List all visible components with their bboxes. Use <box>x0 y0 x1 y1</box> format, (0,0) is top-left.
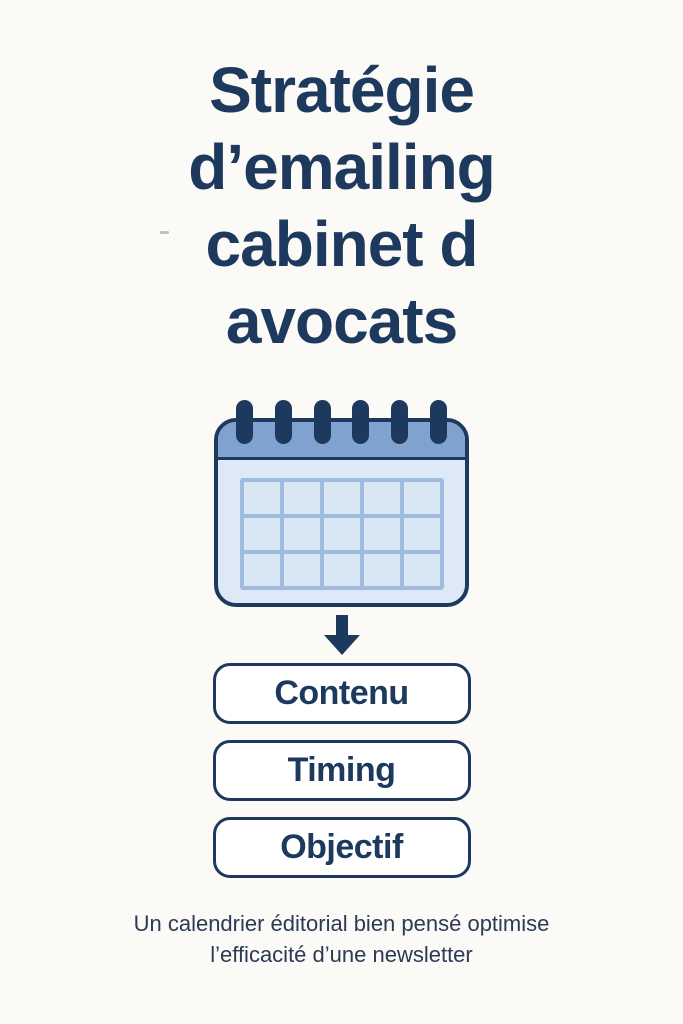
calendar-grid-cell <box>363 554 400 586</box>
calendar-body <box>214 418 469 607</box>
calendar-ring <box>313 400 331 444</box>
calendar-grid-cell <box>283 554 320 586</box>
calendar-grid-cell <box>323 518 360 550</box>
label-pill-objectif: Objectif <box>212 817 471 878</box>
caption: Un calendrier éditorial bien pensé optim… <box>134 908 550 970</box>
calendar-grid-cell <box>243 482 280 514</box>
calendar-grid-cell <box>243 518 280 550</box>
title-line-2: d’emailing <box>188 131 495 203</box>
page-title: Stratégie d’emailing cabinet d avocats <box>188 52 495 360</box>
calendar-ring <box>274 400 292 444</box>
calendar-grid-cell <box>403 482 440 514</box>
calendar-grid-cell <box>243 554 280 586</box>
label-pill-contenu: Contenu <box>212 663 471 724</box>
calendar-ring <box>236 400 253 444</box>
title-line-1: Stratégie <box>209 54 475 126</box>
label-pill-timing: Timing <box>212 740 471 801</box>
calendar-grid <box>239 478 444 590</box>
calendar-grid-cell <box>403 554 440 586</box>
calendar-ring <box>352 400 370 444</box>
calendar-ring <box>429 400 447 444</box>
calendar-header-band <box>218 422 465 460</box>
stray-mark <box>160 231 169 234</box>
calendar-icon <box>214 400 469 607</box>
arrow-down-icon <box>323 615 360 655</box>
title-line-3: cabinet d <box>205 208 479 280</box>
calendar-rings <box>236 400 447 444</box>
calendar-grid-cell <box>363 518 400 550</box>
calendar-grid-cell <box>363 482 400 514</box>
calendar-grid-cell <box>403 518 440 550</box>
calendar-grid-cell <box>323 482 360 514</box>
calendar-grid-cell <box>323 554 360 586</box>
calendar-grid-cell <box>283 518 320 550</box>
caption-line-2: l’efficacité d’une newsletter <box>210 942 473 967</box>
label-pill-list: Contenu Timing Objectif <box>212 663 471 878</box>
title-line-4: avocats <box>225 285 458 357</box>
calendar-ring <box>391 400 409 444</box>
caption-line-1: Un calendrier éditorial bien pensé optim… <box>133 911 550 936</box>
calendar-grid-cell <box>283 482 320 514</box>
